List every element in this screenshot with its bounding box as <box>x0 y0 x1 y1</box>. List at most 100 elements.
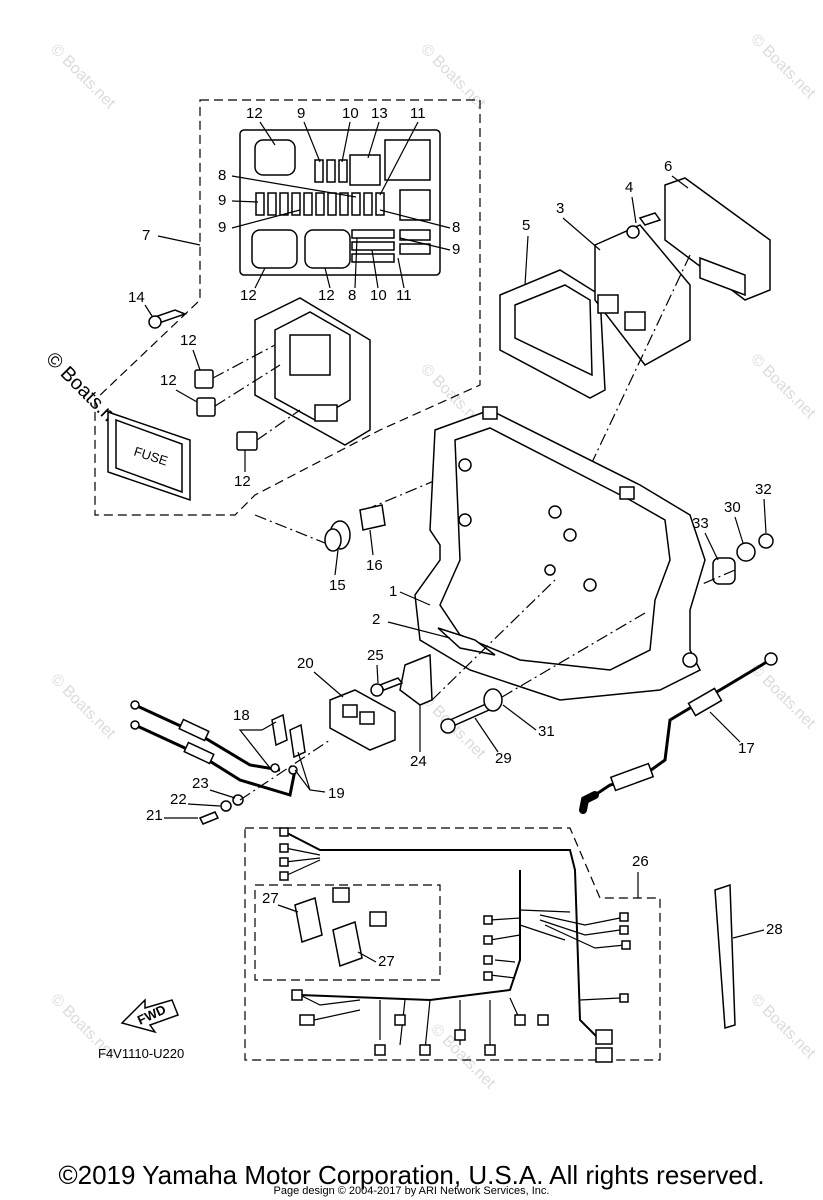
fuse-box-connector <box>314 404 338 422</box>
battery-leads: 18 19 23 22 21 <box>130 700 345 825</box>
wire-harness-26: 27 27 26 <box>244 827 661 1063</box>
relay-slot <box>349 154 381 186</box>
electrical-box-inner <box>439 427 671 671</box>
washer-23 <box>232 794 244 806</box>
callout-31: 31 <box>538 723 555 740</box>
callout-6: 6 <box>664 158 672 175</box>
connector-27-cap <box>332 887 350 903</box>
callouts-fuse-box: 12 9 10 13 11 8 9 9 8 9 7 12 12 8 10 11 … <box>128 105 460 490</box>
cable-tie <box>714 883 736 1029</box>
diagram-code: F4V1110-U220 <box>98 1046 184 1061</box>
callout-12: 12 <box>160 372 177 389</box>
bracket-6-foot <box>699 256 746 297</box>
watermark: © Boats.net <box>747 31 819 103</box>
ecu-connector <box>624 311 646 331</box>
relay-12 <box>194 369 214 389</box>
watermark: © Boats.net <box>747 351 819 423</box>
callout-4: 4 <box>625 179 633 196</box>
group-outline-27 <box>254 884 441 981</box>
ecu-3 <box>594 224 691 366</box>
relay-slot <box>304 229 351 269</box>
callout-18: 18 <box>233 707 250 724</box>
fuse-array <box>289 334 331 376</box>
callout-22: 22 <box>170 791 187 808</box>
grommet-15-inner <box>324 528 342 552</box>
callout-28: 28 <box>766 921 783 938</box>
callout-8: 8 <box>348 287 356 304</box>
callout-29: 29 <box>495 750 512 767</box>
electrical-box <box>414 406 706 701</box>
callout-25: 25 <box>367 647 384 664</box>
callout-30: 30 <box>724 499 741 516</box>
callout-16: 16 <box>366 557 383 574</box>
callout-7: 7 <box>142 227 150 244</box>
grommets: 15 16 <box>324 504 386 594</box>
watermark: © Boats.net <box>47 41 119 113</box>
battery-cable-17: 17 <box>579 652 778 814</box>
callout-9: 9 <box>218 192 226 209</box>
callouts-box: 1 2 <box>372 583 451 639</box>
washer-22 <box>220 800 232 812</box>
callout-17: 17 <box>738 740 755 757</box>
washer-30 <box>736 542 756 562</box>
connector-slot <box>384 139 431 181</box>
relay-12 <box>196 397 216 417</box>
washer-31 <box>483 688 503 712</box>
callout-33: 33 <box>692 515 709 532</box>
bracket-24 <box>399 653 433 706</box>
callout-9: 9 <box>452 241 460 258</box>
fwd-arrow <box>120 998 179 1034</box>
watermark: © Boats.net <box>417 41 489 113</box>
callout-26: 26 <box>632 853 649 870</box>
bolt-head-14 <box>148 315 162 329</box>
connector-27 <box>332 920 363 968</box>
watermark: © Boats.net <box>47 671 119 743</box>
callout-10: 10 <box>370 287 387 304</box>
copyright: ©2019 Yamaha Motor Corporation, U.S.A. A… <box>58 1160 765 1190</box>
bolt-21 <box>198 811 220 825</box>
plate-2 <box>437 627 496 656</box>
callout-23: 23 <box>192 775 209 792</box>
callout-32: 32 <box>755 481 772 498</box>
callout-12: 12 <box>234 473 251 490</box>
fuse-cover-inner <box>115 418 183 494</box>
relay-slot <box>254 139 296 176</box>
connector-27 <box>294 897 323 943</box>
spacers: 33 30 32 <box>692 481 774 586</box>
bolt-4 <box>638 212 662 226</box>
bracket-6 <box>664 177 771 301</box>
callout-27: 27 <box>262 890 279 907</box>
ecu-group <box>254 177 771 546</box>
callout-11: 11 <box>410 105 426 122</box>
nut-32 <box>758 533 774 549</box>
callout-13: 13 <box>371 105 388 122</box>
callout-12: 12 <box>318 287 335 304</box>
callout-12: 12 <box>180 332 197 349</box>
callout-20: 20 <box>297 655 314 672</box>
bolt-head-4 <box>626 225 640 239</box>
watermark: © Boats.net <box>747 661 819 733</box>
spacer-33 <box>712 557 736 585</box>
ecu-connector <box>597 294 619 314</box>
callout-2: 2 <box>372 611 380 628</box>
callout-8: 8 <box>218 167 226 184</box>
callout-5: 5 <box>522 217 530 234</box>
callout-11: 11 <box>396 287 412 304</box>
fwd-indicator: FWD <box>120 998 179 1034</box>
boot-18 <box>271 713 288 747</box>
starter-relay-group: 20 25 24 29 31 <box>297 579 646 770</box>
callout-12: 12 <box>246 105 263 122</box>
cable-tie-28: 28 <box>714 883 783 1029</box>
boot-18 <box>289 723 306 759</box>
fuse-slots <box>255 159 431 263</box>
callout-9: 9 <box>218 219 226 236</box>
relay-12 <box>236 431 258 451</box>
group-outline-7 <box>94 99 481 516</box>
page-design-credit: Page design © 2004-2017 by ARI Network S… <box>273 1185 550 1197</box>
callout-10: 10 <box>342 105 359 122</box>
ecu-cover-5-inner <box>514 284 593 377</box>
collar-16 <box>359 504 386 531</box>
callout-21: 21 <box>146 807 163 824</box>
relay-slot <box>251 229 298 269</box>
